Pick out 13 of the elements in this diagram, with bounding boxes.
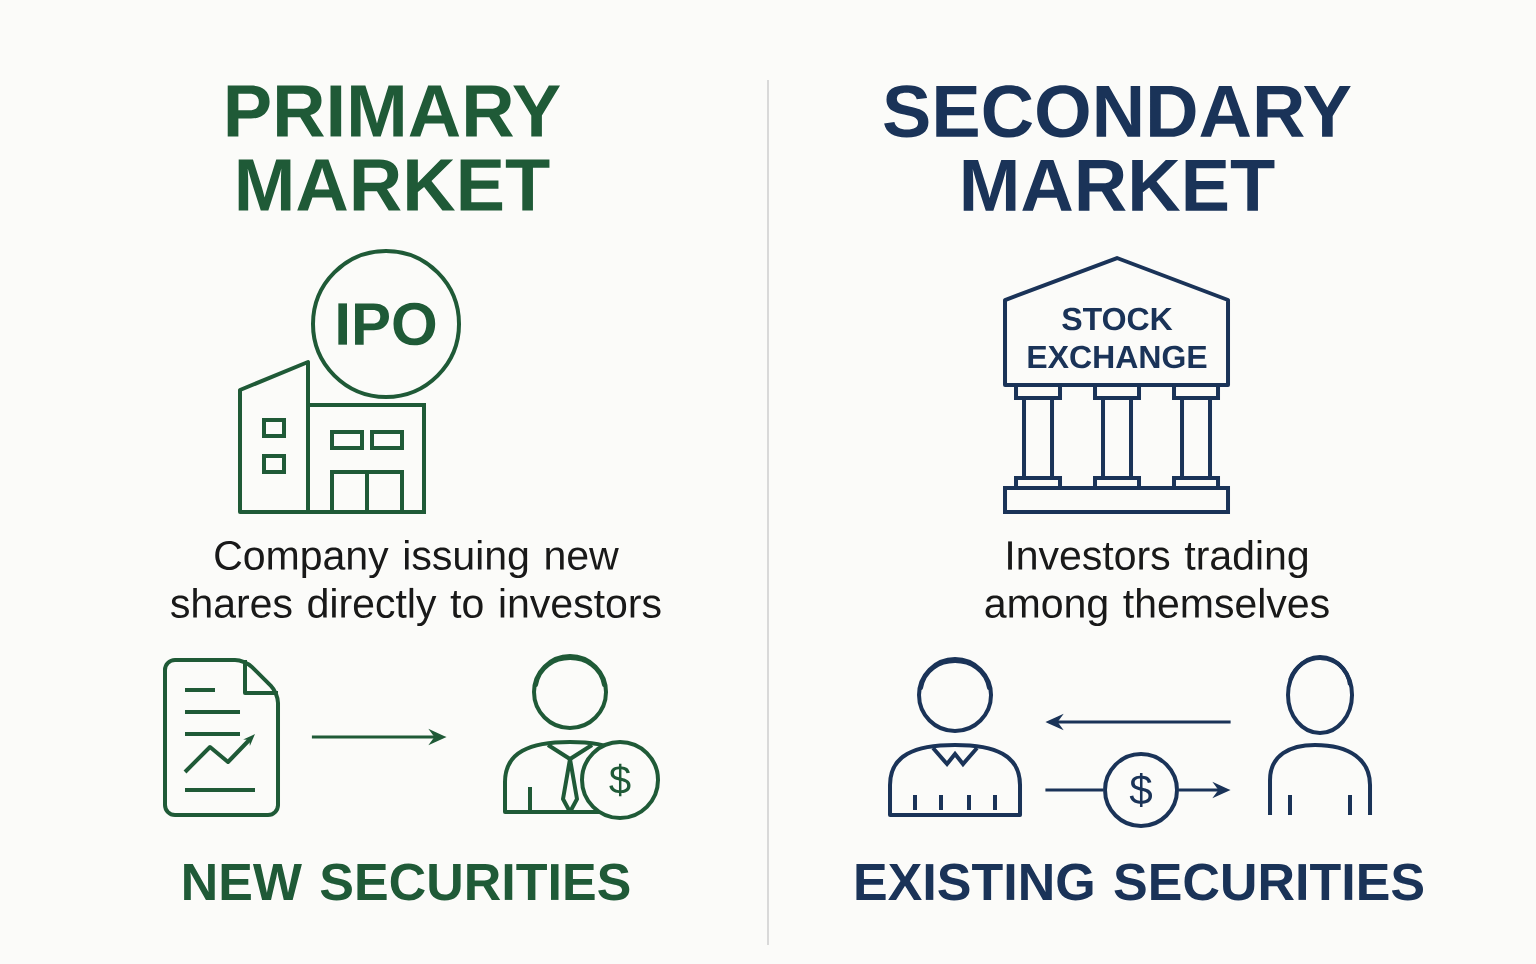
category-label: NEW SECURITIES	[184, 863, 630, 901]
investor-icon	[503, 654, 660, 820]
connector-line	[1045, 788, 1103, 792]
chart-document-icon	[163, 658, 280, 817]
section-heading: PRIMARY MARKET	[227, 85, 560, 211]
section-heading: SECONDARY MARKET	[884, 85, 1351, 211]
stock-exchange-building-drawing: STOCK EXCHANGE	[1003, 256, 1230, 514]
category-label: EXISTING SECURITIES	[856, 863, 1424, 901]
description-text: Investors trading among themselves	[985, 539, 1329, 627]
person-icon	[888, 657, 1022, 817]
description-text: Company issuing new shares directly to investors	[171, 539, 661, 627]
person-icon	[1268, 655, 1372, 815]
dollar-sign: $	[609, 763, 631, 797]
